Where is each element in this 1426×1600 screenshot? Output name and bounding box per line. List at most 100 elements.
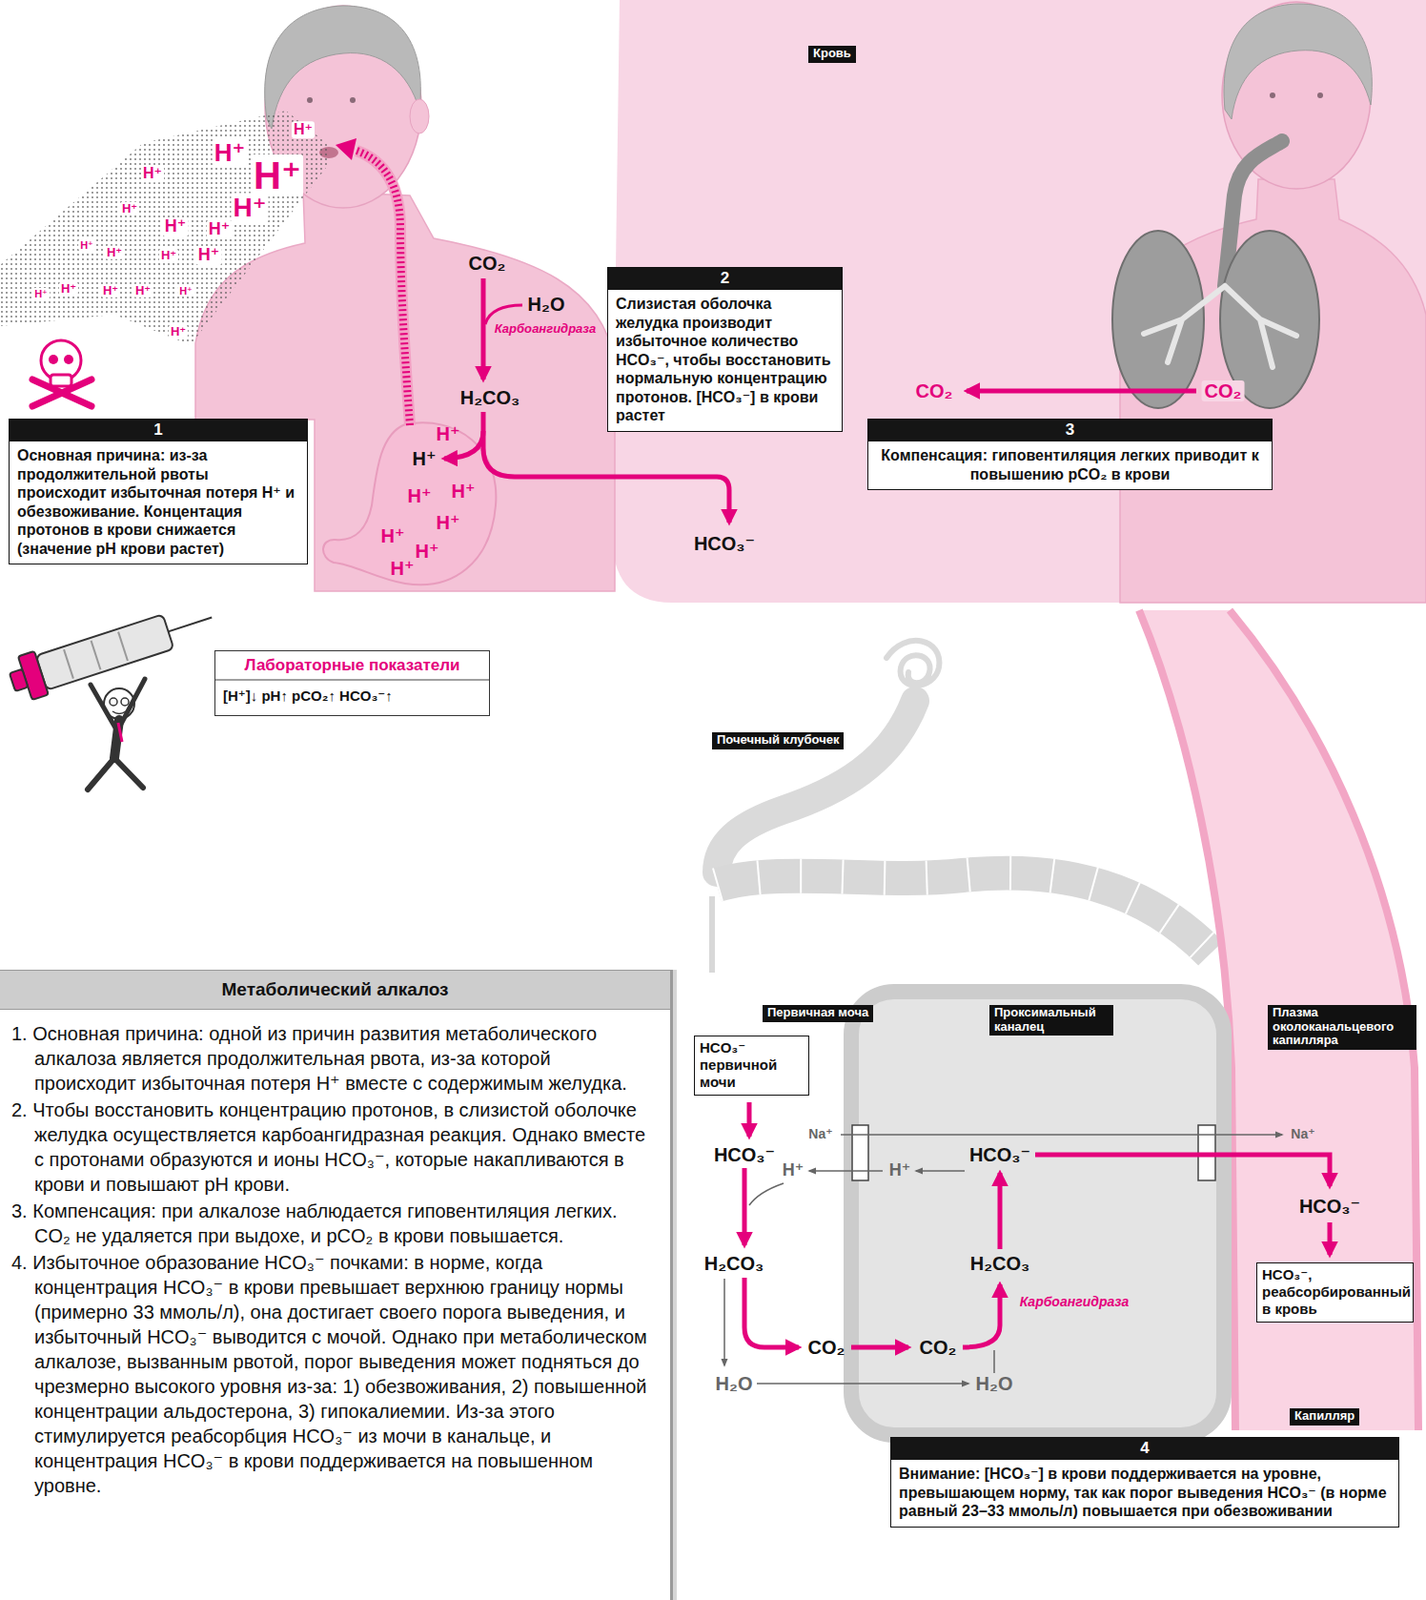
chem-label: H⁺ bbox=[78, 239, 96, 251]
patient-figure bbox=[349, 97, 356, 103]
chem-label: H₂O bbox=[976, 1372, 1014, 1394]
esophagus-arrow bbox=[356, 150, 410, 426]
ion-flow-line bbox=[756, 1382, 969, 1385]
chem-label: H⁺ bbox=[196, 245, 223, 265]
syringe-man bbox=[90, 678, 145, 730]
syringe-man bbox=[36, 613, 175, 690]
region-name: Почечный клубочек bbox=[712, 732, 844, 750]
chem-label: H⁺ bbox=[168, 325, 188, 339]
chem-label: CO₂ bbox=[468, 252, 507, 274]
chem-label: H⁺ bbox=[206, 220, 233, 240]
region-tag: Почечный клубочек bbox=[712, 732, 844, 750]
chem-label: H₂O bbox=[528, 293, 566, 315]
syringe-man bbox=[112, 711, 126, 714]
chem-label: HCO₃⁻ bbox=[713, 1143, 775, 1165]
reaction-arrow bbox=[744, 1101, 1330, 1347]
chem-label: H⁺ bbox=[251, 154, 304, 197]
chem-label: H⁺ bbox=[162, 217, 189, 237]
reaction-arrow bbox=[1035, 1154, 1330, 1186]
chem-label: H⁺ bbox=[104, 245, 124, 260]
exhale-arrow bbox=[966, 388, 1197, 394]
chem-label: CO₂ bbox=[919, 1336, 958, 1358]
enzyme-label: Карбоангидраза bbox=[494, 322, 596, 336]
region-name: Первичная моча bbox=[762, 1004, 874, 1022]
callout-text: Внимание: [HCO₃⁻] в крови поддерживается… bbox=[891, 1459, 1399, 1527]
poison-skull bbox=[48, 354, 59, 365]
chem-label: H⁺ bbox=[412, 448, 437, 469]
region-tag: Кровь bbox=[808, 45, 856, 63]
syringe-man bbox=[121, 697, 129, 706]
lab-values: [H⁺]↓ pH↑ pCO₂↑ HCO₃⁻↑ bbox=[215, 680, 489, 715]
chem-label: HCO₃⁻ bbox=[1299, 1195, 1361, 1217]
reaction-arrow bbox=[1327, 1222, 1333, 1255]
callout-number: 3 bbox=[868, 419, 1272, 442]
esophagus-arrow bbox=[356, 150, 410, 426]
syringe-man bbox=[63, 649, 74, 678]
vomit-spray bbox=[0, 110, 329, 346]
patient-figure bbox=[306, 97, 313, 103]
substance-name: HCO₃⁻ первичной мочи bbox=[694, 1036, 809, 1095]
substance-box: HCO₃⁻ первичной мочи bbox=[693, 1035, 810, 1096]
reaction-arrow bbox=[962, 1283, 1000, 1347]
callout-text: Слизистая оболочка желудка производит из… bbox=[608, 289, 842, 431]
region-tag: Плазма околоканальцевого капилляра bbox=[1267, 1004, 1417, 1050]
chem-label: H⁺ bbox=[159, 248, 179, 263]
poison-skull bbox=[50, 374, 72, 387]
chem-label: H⁺ bbox=[782, 1161, 805, 1181]
chem-label: CO₂ bbox=[1201, 380, 1245, 402]
callout-number: 1 bbox=[9, 419, 307, 442]
chem-label: H⁺ bbox=[291, 121, 315, 139]
stomach bbox=[323, 422, 496, 585]
chem-label: H⁺ bbox=[390, 557, 415, 579]
reaction-arrow bbox=[851, 1344, 909, 1350]
callout-box: 2Слизистая оболочка желудка производит и… bbox=[607, 266, 843, 432]
ion-flow-line bbox=[724, 1134, 1283, 1384]
region-name: Проксимальный каналец bbox=[989, 1004, 1114, 1036]
syringe-man bbox=[109, 697, 118, 706]
exhale-arrow bbox=[966, 390, 1197, 392]
panel-item: 4. Избыточное образование HCO₃⁻ почками:… bbox=[0, 1249, 671, 1498]
esophagus-arrow bbox=[335, 138, 410, 426]
patient-figure bbox=[264, 5, 422, 129]
chem-label: CO₂ bbox=[808, 1336, 846, 1358]
vomit-spray bbox=[0, 110, 329, 346]
chem-label: HCO₃⁻ bbox=[969, 1143, 1031, 1165]
tubule-cell bbox=[851, 991, 1224, 1435]
renal-tubule bbox=[712, 873, 1211, 973]
reaction-arrow bbox=[481, 278, 487, 380]
chem-label: H⁺ bbox=[415, 540, 440, 562]
reaction-arrow bbox=[747, 1101, 753, 1137]
lab-values-box: Лабораторные показатели[H⁺]↓ pH↑ pCO₂↑ H… bbox=[214, 650, 490, 716]
breathing-figure bbox=[1317, 92, 1324, 99]
callout-text: Компенсация: гиповентиляция легких приво… bbox=[868, 441, 1272, 489]
chem-label: H₂CO₃ bbox=[704, 1252, 765, 1274]
ion-flow-line bbox=[809, 1169, 883, 1172]
panel-item: 1. Основная причина: одной из причин раз… bbox=[0, 1020, 671, 1096]
callout-box: 4Внимание: [HCO₃⁻] в крови поддерживаетс… bbox=[890, 1436, 1400, 1528]
region-tag: Проксимальный каналец bbox=[989, 1004, 1114, 1036]
reaction-arrow bbox=[483, 430, 730, 523]
panel-item: 3. Компенсация: при алкалозе наблюдается… bbox=[0, 1198, 671, 1248]
chem-label: H⁺ bbox=[381, 525, 406, 547]
lungs bbox=[1143, 285, 1297, 367]
syringe-man bbox=[5, 595, 220, 705]
chem-label: H⁺ bbox=[889, 1161, 912, 1181]
lungs bbox=[1112, 141, 1320, 408]
chem-label: H⁺ bbox=[101, 284, 121, 298]
text-panel: Метаболический алкалоз1. Основная причин… bbox=[0, 969, 673, 1600]
reaction-arrow bbox=[998, 1172, 1003, 1249]
chem-label: H⁺ bbox=[212, 139, 248, 167]
syringe-man bbox=[9, 669, 28, 692]
chem-label: H⁺ bbox=[177, 285, 195, 297]
region-tag: Первичная моча bbox=[762, 1004, 874, 1022]
glomerulus bbox=[886, 640, 939, 686]
enzyme-label: Карбоангидраза bbox=[1019, 1294, 1130, 1309]
syringe-man bbox=[5, 595, 220, 790]
glomerulus bbox=[716, 700, 916, 873]
chem-label: H⁺ bbox=[32, 287, 50, 300]
chem-label: H⁺ bbox=[407, 485, 432, 507]
syringe-man bbox=[91, 640, 102, 670]
lungs bbox=[1112, 230, 1204, 408]
renal-tubule bbox=[709, 896, 715, 973]
